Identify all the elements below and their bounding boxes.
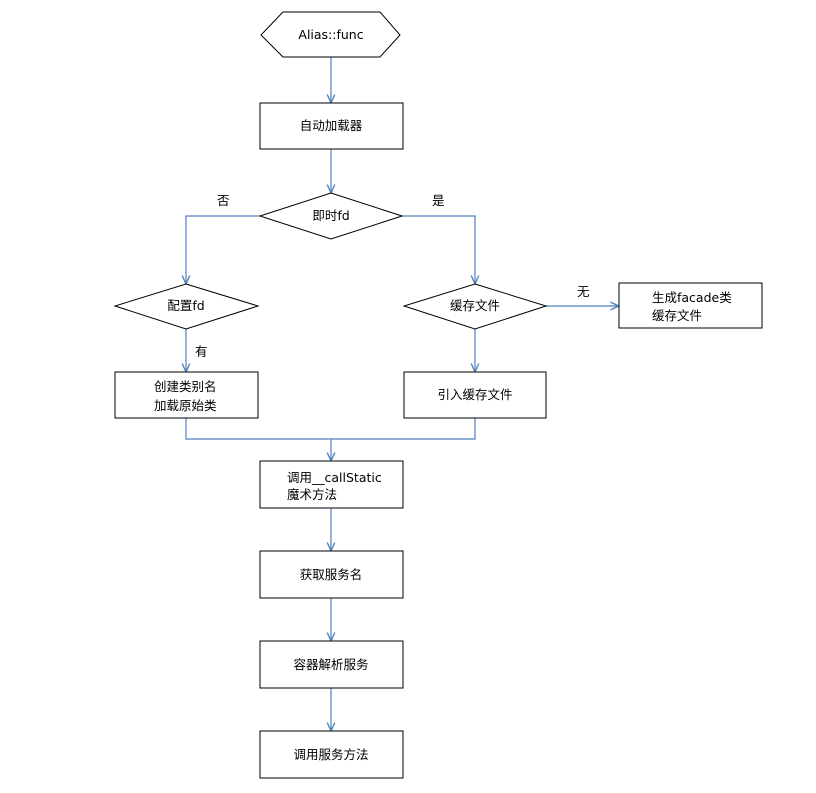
node-call-static: 调用__callStatic 魔术方法 [259, 460, 404, 509]
node-config-fd-label: 配置fd [167, 298, 204, 313]
edge-realtime-no [186, 215, 260, 284]
edge-label-none: 无 [577, 284, 590, 299]
node-create-alias-line2: 加载原始类 [154, 398, 217, 413]
node-create-alias: 创建类别名 加载原始类 [114, 371, 259, 419]
connectors [186, 57, 619, 731]
node-cache-file-label: 缓存文件 [450, 298, 500, 313]
node-autoload-label: 自动加载器 [300, 118, 363, 133]
node-resolve: 容器解析服务 [259, 640, 404, 689]
node-get-service: 获取服务名 [259, 550, 404, 599]
node-create-alias-line1: 创建类别名 [154, 379, 217, 394]
node-gen-facade-line1: 生成facade类 [652, 290, 732, 305]
node-invoke: 调用服务方法 [259, 730, 404, 779]
node-start-label: Alias::func [298, 27, 363, 42]
node-resolve-label: 容器解析服务 [293, 657, 368, 672]
node-realtime-fd: 即时fd [258, 192, 404, 240]
edge-merge-right [331, 418, 476, 440]
node-invoke-label: 调用服务方法 [293, 747, 368, 762]
edge-merge-left [185, 418, 331, 440]
node-gen-facade-line2: 缓存文件 [652, 308, 702, 323]
node-get-service-label: 获取服务名 [300, 567, 363, 582]
edge-label-has: 有 [195, 344, 208, 359]
node-cache-file: 缓存文件 [402, 283, 548, 330]
node-gen-facade: 生成facade类 缓存文件 [618, 282, 763, 329]
node-include-cache-label: 引入缓存文件 [437, 387, 512, 402]
node-config-fd: 配置fd [113, 283, 260, 330]
node-start: Alias::func [260, 11, 401, 58]
node-call-static-line2: 魔术方法 [287, 487, 337, 502]
edge-label-no: 否 [217, 193, 230, 208]
node-include-cache: 引入缓存文件 [403, 371, 547, 419]
edge-label-yes: 是 [432, 193, 445, 208]
node-realtime-fd-label: 即时fd [312, 208, 349, 223]
node-autoload: 自动加载器 [259, 102, 404, 150]
node-call-static-line1: 调用__callStatic [287, 470, 382, 485]
edge-realtime-yes [402, 215, 475, 284]
